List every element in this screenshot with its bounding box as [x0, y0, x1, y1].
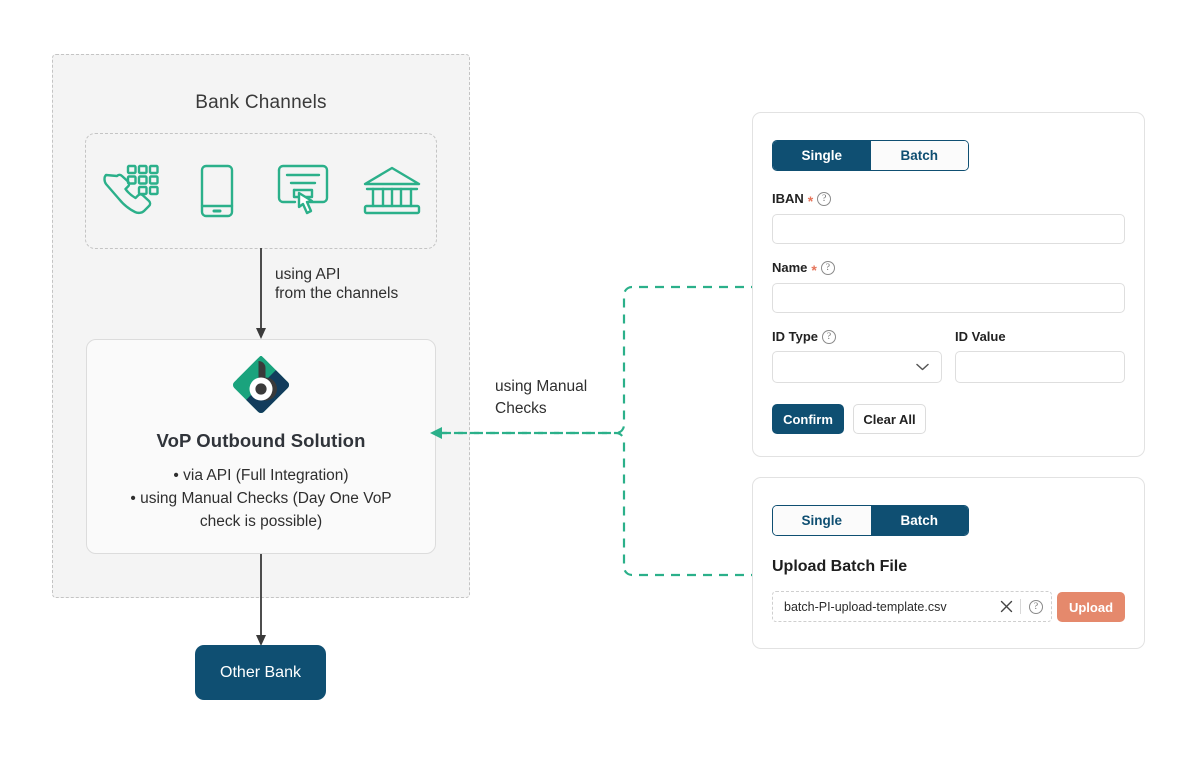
single-panel-mode-toggle[interactable]: Single Batch: [772, 140, 969, 171]
api-flow-arrow: [254, 248, 268, 340]
id-type-select[interactable]: [772, 351, 942, 383]
batch-panel-mode-toggle[interactable]: Single Batch: [772, 505, 969, 536]
batch-file-name: batch-PI-upload-template.csv: [784, 599, 947, 614]
other-bank-node: Other Bank: [195, 645, 326, 700]
confirm-button[interactable]: Confirm: [772, 404, 844, 434]
help-icon[interactable]: ?: [1029, 599, 1043, 614]
api-connector-label: using API from the channels: [275, 266, 399, 302]
manual-connector-label: using Manual Checks: [495, 378, 588, 417]
mobile-phone-icon: [181, 159, 253, 223]
name-label: Name * ?: [772, 260, 835, 278]
required-asterisk: *: [811, 261, 817, 278]
id-value-label: ID Value: [955, 329, 1006, 344]
other-bank-label: Other Bank: [220, 663, 301, 681]
iban-label-text: IBAN: [772, 191, 804, 206]
help-icon[interactable]: ?: [820, 260, 835, 275]
tab-batch[interactable]: Batch: [870, 506, 968, 535]
manual-checks-connector: [420, 275, 765, 585]
name-label-text: Name: [772, 260, 808, 275]
vop-bullet-item: • using Manual Checks (Day One VoP check…: [130, 490, 392, 530]
clear-all-button[interactable]: Clear All: [853, 404, 926, 434]
iban-input[interactable]: [772, 214, 1125, 244]
vop-bullet-item: • via API (Full Integration): [173, 467, 349, 484]
close-icon[interactable]: [1000, 600, 1013, 613]
divider: [1020, 599, 1021, 614]
bank-channels-title: Bank Channels: [195, 92, 327, 113]
batch-file-row[interactable]: batch-PI-upload-template.csv ?: [772, 591, 1052, 622]
channel-icons-group: [85, 133, 437, 249]
upload-batch-file-heading: Upload Batch File: [772, 558, 908, 575]
tab-single[interactable]: Single: [773, 506, 871, 535]
phone-keypad-icon: [94, 159, 166, 223]
online-banking-form-icon: [269, 159, 341, 223]
chevron-down-icon: [916, 363, 929, 371]
iban-label: IBAN * ?: [772, 191, 832, 209]
id-type-label-text: ID Type: [772, 329, 818, 344]
id-value-label-text: ID Value: [955, 329, 1006, 344]
other-bank-flow-arrow: [254, 554, 268, 647]
vop-bullet-list: • via API (Full Integration) • using Man…: [96, 464, 426, 533]
help-icon[interactable]: ?: [822, 329, 836, 344]
vop-title: VoP Outbound Solution: [156, 430, 366, 451]
id-value-input[interactable]: [955, 351, 1125, 383]
name-input[interactable]: [772, 283, 1125, 313]
required-asterisk: *: [807, 192, 814, 209]
upload-button[interactable]: Upload: [1057, 592, 1125, 622]
tab-batch[interactable]: Batch: [870, 141, 968, 170]
bank-branch-icon: [356, 159, 428, 223]
vop-brand-logo: [228, 355, 294, 414]
tab-single[interactable]: Single: [773, 141, 871, 170]
help-icon[interactable]: ?: [817, 191, 832, 206]
id-type-label: ID Type ?: [772, 329, 836, 344]
